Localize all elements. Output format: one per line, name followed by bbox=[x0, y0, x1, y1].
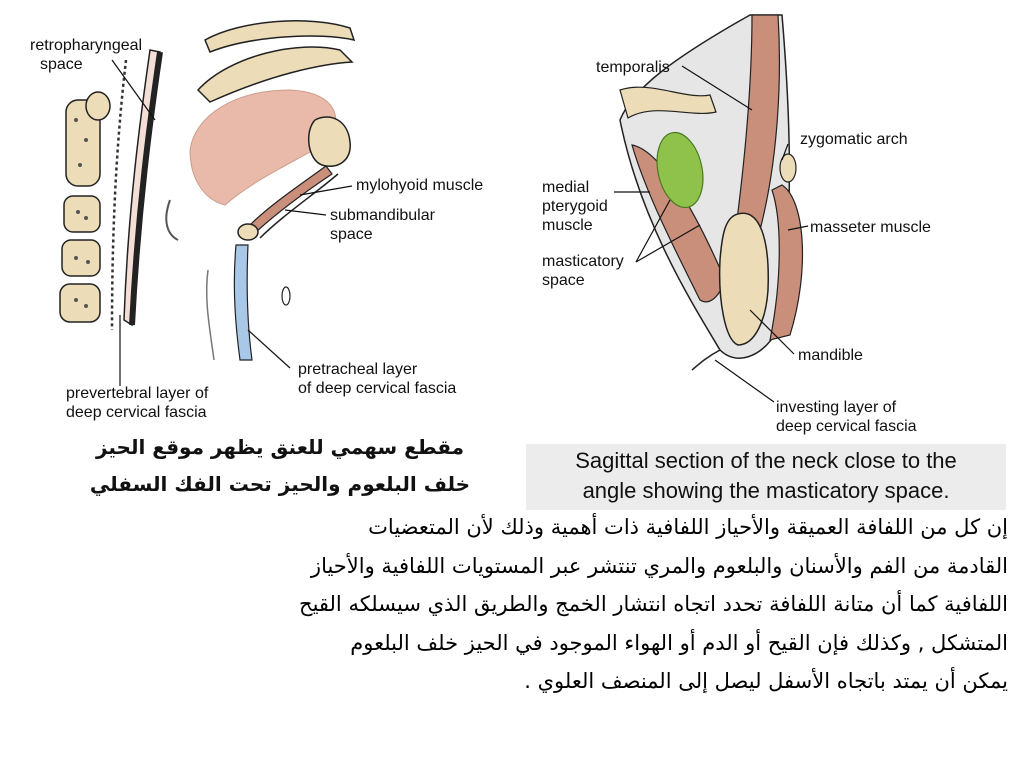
thyroid-cartilage bbox=[281, 286, 291, 306]
vertebra-texture bbox=[74, 118, 90, 308]
label-masticatory: masticatory space bbox=[542, 253, 624, 289]
epiglottis bbox=[165, 199, 179, 241]
label-prevertebral: prevertebral layer of deep cervical fasc… bbox=[66, 385, 209, 421]
paragraph-line: يمكن أن يمتد باتجاه الأسفل ليصل إلى المن… bbox=[524, 669, 1008, 693]
lateral-pterygoid-green bbox=[656, 131, 704, 209]
paragraph-line: اللفافية كما أن متانة اللفافة تحدد اتجاه… bbox=[299, 592, 1008, 616]
skull-base bbox=[204, 20, 356, 53]
label-mandible: mandible bbox=[798, 347, 863, 364]
submandibular-fascia bbox=[259, 173, 339, 239]
label-investing: investing layer of deep cervical fascia bbox=[776, 399, 917, 435]
retropharyngeal-fascia-stripe bbox=[129, 51, 163, 326]
cervical-vertebrae bbox=[59, 91, 111, 323]
right-masticatory-diagram bbox=[614, 14, 809, 403]
cranial-bone bbox=[619, 86, 717, 119]
pretracheal-region bbox=[233, 244, 253, 361]
english-caption: Sagittal section of the neck close to th… bbox=[526, 444, 1006, 510]
prevertebral-fascia-stripe bbox=[110, 59, 128, 331]
paragraph-line: إن كل من اللفافة العميقة والأحياز اللفاف… bbox=[368, 515, 1008, 539]
label-mylohyoid: mylohyoid muscle bbox=[356, 177, 484, 194]
label-retropharyngeal: retropharyngeal space bbox=[30, 37, 143, 73]
mandible-ramus bbox=[718, 212, 769, 346]
masseter-muscle bbox=[769, 184, 804, 341]
label-zygomatic: zygomatic arch bbox=[800, 131, 908, 148]
label-pretracheal: pretracheal layer of deep cervical fasci… bbox=[298, 361, 457, 397]
right-leader-lines bbox=[614, 65, 809, 403]
investing-fascia-line bbox=[691, 349, 721, 371]
arabic-paragraph: إن كل من اللفافة العميقة والأحياز اللفاف… bbox=[18, 508, 1008, 701]
paragraph-line: القادمة من الفم والأسنان والبلعوم والمري… bbox=[310, 553, 1008, 578]
left-sagittal-diagram bbox=[59, 20, 356, 386]
hyoid-bone bbox=[237, 223, 259, 241]
zygomatic-arch bbox=[779, 153, 797, 183]
paragraph-line: المتشكل , وكذلك فإن القيح أو الدم أو اله… bbox=[350, 630, 1008, 655]
label-temporalis: temporalis bbox=[596, 59, 670, 76]
hard-palate bbox=[196, 46, 354, 103]
label-masseter: masseter muscle bbox=[810, 219, 931, 236]
label-medial-pterygoid: medial pterygoid muscle bbox=[542, 179, 608, 234]
larynx-outline bbox=[205, 269, 215, 361]
label-submandibular: submandibular space bbox=[330, 207, 435, 243]
mandible-section bbox=[307, 116, 351, 167]
arabic-caption: مقطع سهمي للعنق يظهر موقع الحيز خلف البل… bbox=[89, 435, 471, 496]
left-leader-lines bbox=[111, 59, 353, 386]
